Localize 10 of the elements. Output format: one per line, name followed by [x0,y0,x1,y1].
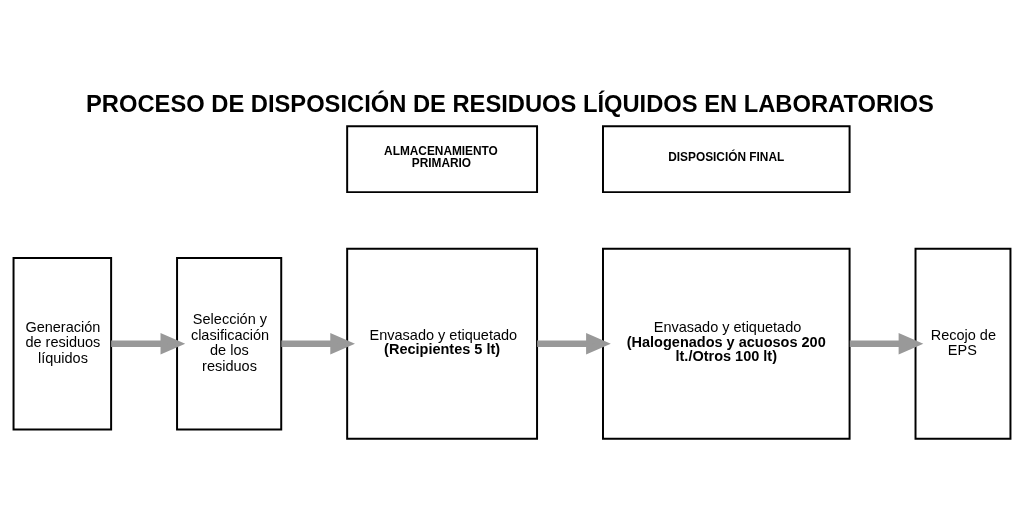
node-box: Envasado y etiquetado (Recipientes 5 lt) [346,247,539,440]
node-box: Recojo de EPS [914,247,1012,440]
node-box: Envasado y etiquetado (Halogenados y acuosos 200 lt./Otros 100 lt) [602,247,851,440]
diagram-title: PROCESO DE DISPOSICIÓN DE RESIDUOS LÍQUIDOS EN LABORATORIOS [86,91,934,118]
node-box: ALMACENAMIENTO PRIMARIO [346,125,539,194]
arrow [849,332,924,355]
node-box: Generación de residuos líquidos [12,257,113,431]
node-box: Selección y clasificación de los residuos [176,257,283,431]
arrow [281,332,355,355]
node-box: DISPOSICIÓN FINAL [602,125,851,194]
